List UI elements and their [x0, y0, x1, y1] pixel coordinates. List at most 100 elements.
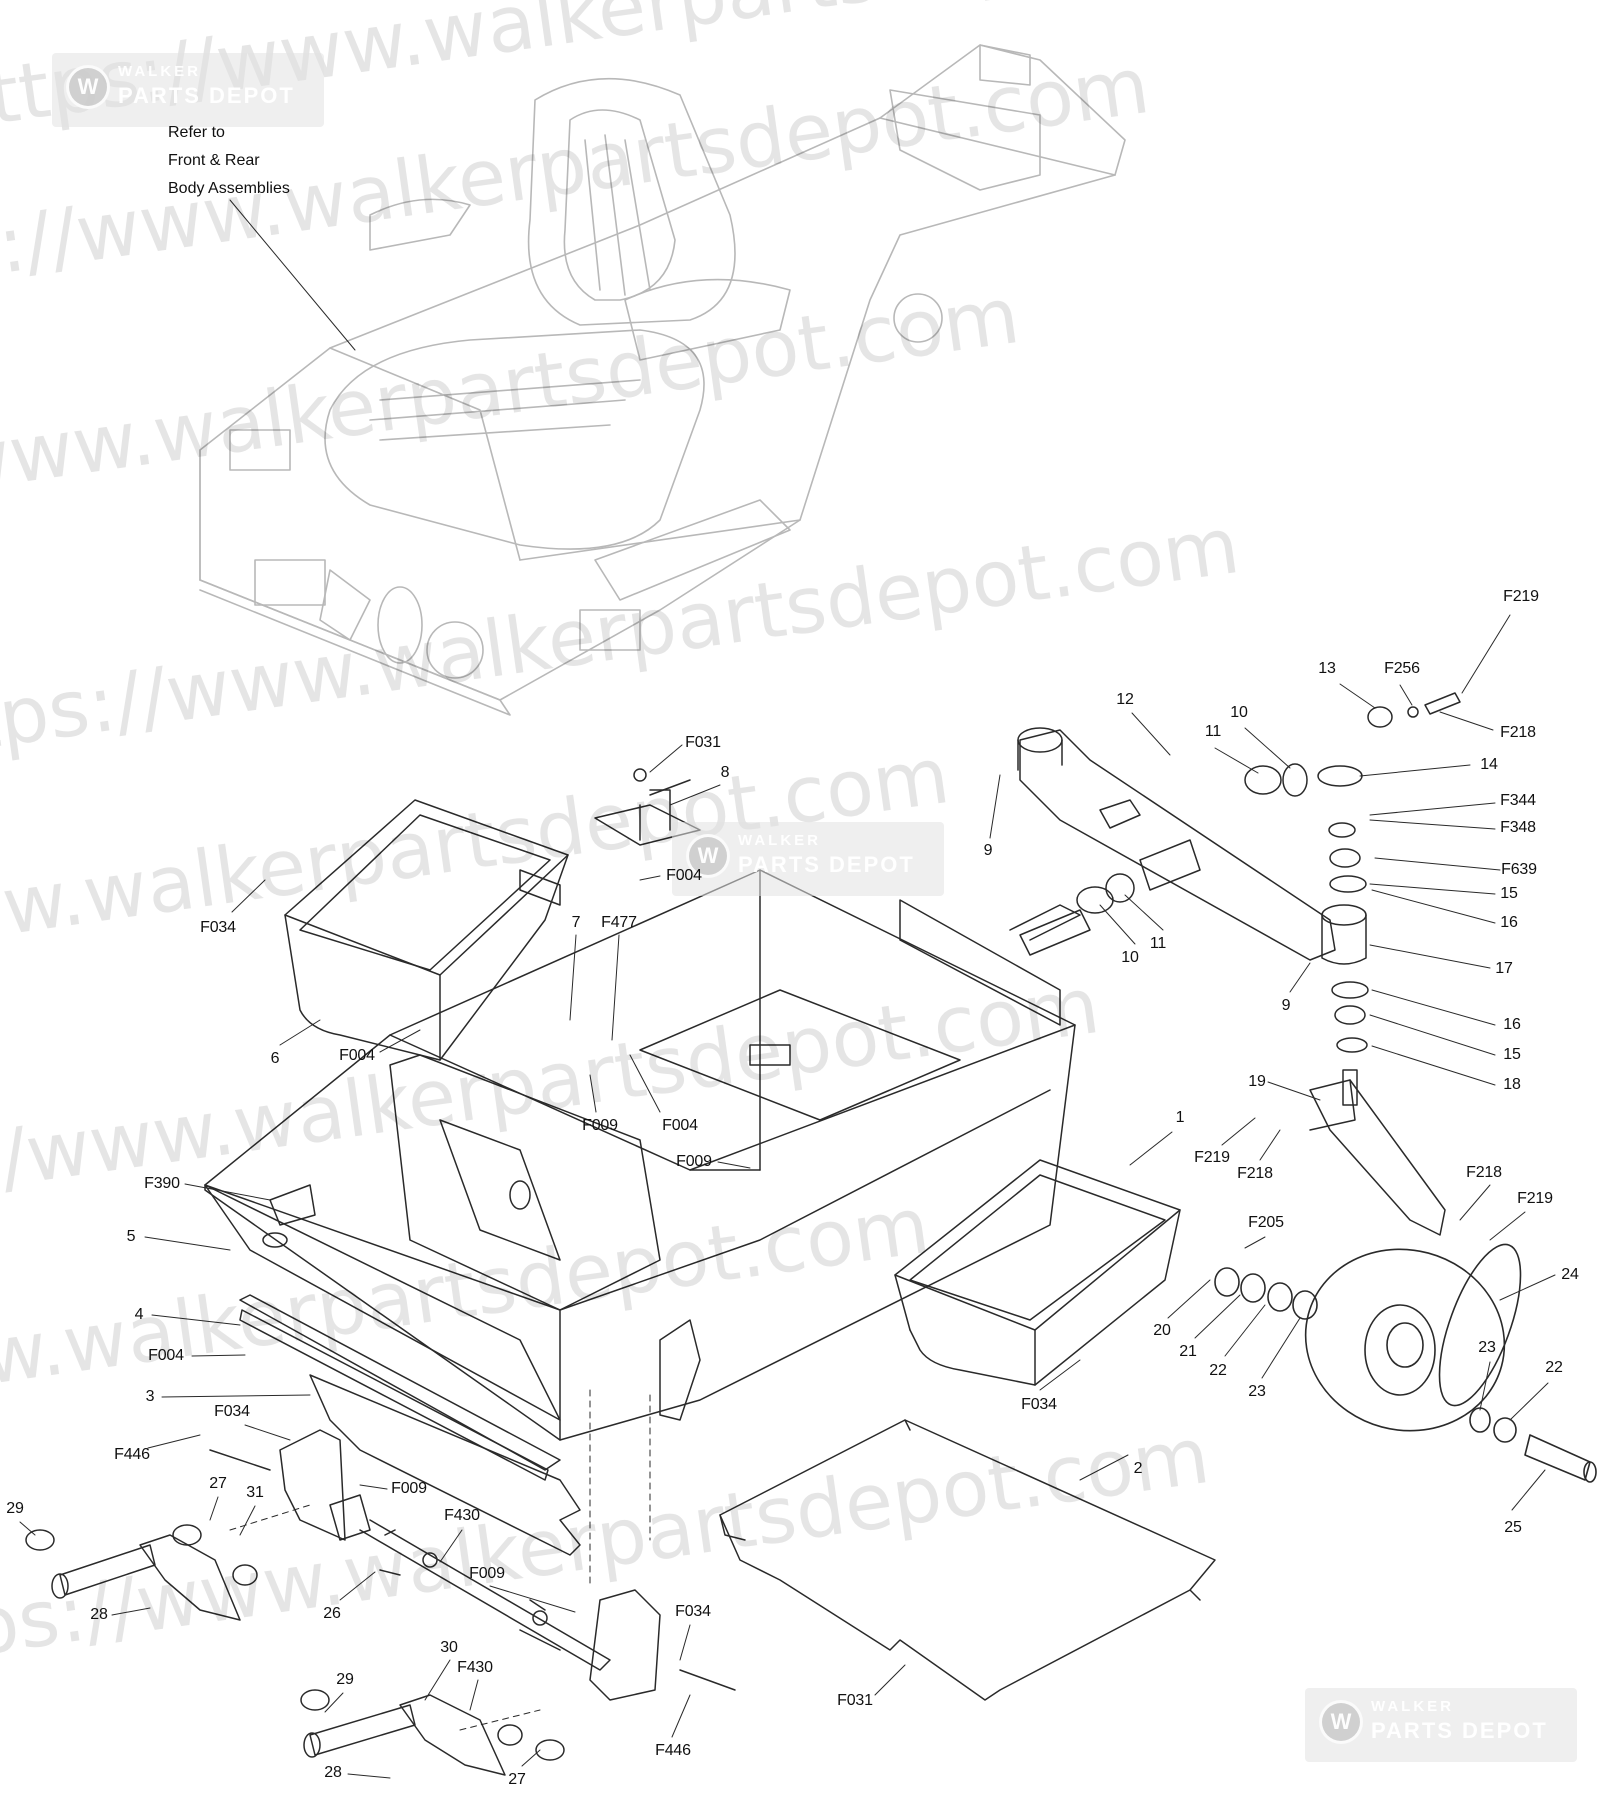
callout-10: 10: [1121, 949, 1139, 966]
callout-24: 24: [1561, 1266, 1579, 1283]
callout-9: 9: [983, 842, 993, 859]
callout-15: 15: [1503, 1046, 1521, 1063]
brand-badge: W WALKER PARTS DEPOT: [672, 822, 944, 896]
tray-right: [894, 1159, 1181, 1386]
callout-3: 3: [145, 1388, 155, 1405]
callout-30: 30: [440, 1639, 458, 1656]
callout-f004: F004: [662, 1117, 698, 1134]
callout-f390: F390: [144, 1175, 180, 1192]
callout-f218: F218: [1500, 724, 1536, 741]
callout-8: 8: [720, 764, 730, 781]
brand-line2: PARTS DEPOT: [118, 83, 295, 108]
alignment-lines: [229, 1389, 651, 1731]
callout-19: 19: [1248, 1073, 1266, 1090]
callout-f218: F218: [1466, 1164, 1502, 1181]
callout-21: 21: [1179, 1343, 1197, 1360]
callout-9: 9: [1281, 997, 1291, 1014]
callout-22: 22: [1545, 1359, 1563, 1376]
note-line: Front & Rear: [168, 152, 260, 169]
callout-29: 29: [6, 1500, 24, 1517]
callout-13: 13: [1318, 660, 1336, 677]
callout-11: 11: [1149, 935, 1167, 952]
callout-f446: F446: [655, 1742, 691, 1759]
callout-f031: F031: [685, 734, 721, 751]
callout-2: 2: [1133, 1460, 1143, 1477]
plate-3: [309, 1374, 581, 1556]
callout-4: 4: [134, 1306, 144, 1323]
brand-badge: W WALKER PARTS DEPOT: [1305, 1688, 1577, 1762]
callout-f348: F348: [1500, 819, 1536, 836]
brand-line2: PARTS DEPOT: [1371, 1718, 1548, 1743]
spindle-arm-lower: [300, 1689, 565, 1776]
callout-f009: F009: [676, 1153, 712, 1170]
leader-note: [229, 199, 356, 351]
leader-lines: [19, 614, 1556, 1779]
callout-27: 27: [508, 1771, 526, 1788]
callout-25: 25: [1504, 1519, 1522, 1536]
callout-29: 29: [336, 1671, 354, 1688]
callout-f344: F344: [1500, 792, 1536, 809]
note-line: Body Assemblies: [168, 180, 290, 197]
callout-f009: F009: [391, 1480, 427, 1497]
callout-f004: F004: [666, 867, 702, 884]
callout-1: 1: [1175, 1109, 1185, 1126]
upper-body-assembly: [199, 44, 1126, 716]
reference-note: Refer to Front & Rear Body Assemblies: [168, 118, 290, 204]
main-frame: [204, 869, 1091, 1441]
note-line: Refer to: [168, 124, 225, 141]
callout-f218: F218: [1237, 1165, 1273, 1182]
callout-f446: F446: [114, 1446, 150, 1463]
callout-11: 11: [1204, 723, 1222, 740]
caster-hub-17: [1321, 904, 1367, 965]
tray-left: [284, 799, 569, 1061]
callout-f205: F205: [1248, 1214, 1284, 1231]
brand-line1: WALKER: [118, 63, 201, 80]
callout-23: 23: [1248, 1383, 1266, 1400]
pivot-axle: [209, 1429, 736, 1701]
callout-20: 20: [1153, 1322, 1171, 1339]
callout-f031: F031: [837, 1692, 873, 1709]
callout-26: 26: [323, 1605, 341, 1622]
callout-f034: F034: [214, 1403, 250, 1420]
callout-f034: F034: [675, 1603, 711, 1620]
callout-f034: F034: [1021, 1396, 1057, 1413]
brand-logo-icon: W: [686, 834, 730, 878]
callout-12: 12: [1116, 691, 1134, 708]
callout-5: 5: [126, 1228, 136, 1245]
brand-badge: W WALKER PARTS DEPOT: [52, 53, 324, 127]
callout-f009: F009: [469, 1565, 505, 1582]
callout-f219: F219: [1503, 588, 1539, 605]
callout-f477: F477: [601, 914, 637, 931]
callout-10: 10: [1230, 704, 1248, 721]
brand-logo-icon: W: [1319, 1700, 1363, 1744]
callout-f009: F009: [582, 1117, 618, 1134]
bushings: [1076, 692, 1461, 1053]
plate-4: [239, 1294, 561, 1481]
wheel-24: [1214, 1243, 1597, 1483]
callout-f004: F004: [339, 1047, 375, 1064]
belly-pan-2: [719, 1419, 1216, 1701]
callout-28: 28: [324, 1764, 342, 1781]
callout-f430: F430: [444, 1507, 480, 1524]
callout-17: 17: [1495, 960, 1513, 977]
callout-f034: F034: [200, 919, 236, 936]
callout-f219: F219: [1517, 1190, 1553, 1207]
callout-6: 6: [270, 1050, 280, 1067]
caster-arm: [1017, 727, 1336, 961]
callout-7: 7: [571, 914, 581, 931]
caster-fork-19: [1309, 1069, 1446, 1236]
brand-line2: PARTS DEPOT: [738, 852, 915, 877]
callout-14: 14: [1480, 756, 1498, 773]
callout-27: 27: [209, 1475, 227, 1492]
callout-23: 23: [1478, 1339, 1496, 1356]
callout-16: 16: [1503, 1016, 1521, 1033]
brand-logo-icon: W: [66, 65, 110, 109]
callout-18: 18: [1503, 1076, 1521, 1093]
callout-28: 28: [90, 1606, 108, 1623]
callout-f219: F219: [1194, 1149, 1230, 1166]
callout-f256: F256: [1384, 660, 1420, 677]
callout-f639: F639: [1501, 861, 1537, 878]
brand-line1: WALKER: [1371, 1698, 1454, 1715]
callout-22: 22: [1209, 1362, 1227, 1379]
